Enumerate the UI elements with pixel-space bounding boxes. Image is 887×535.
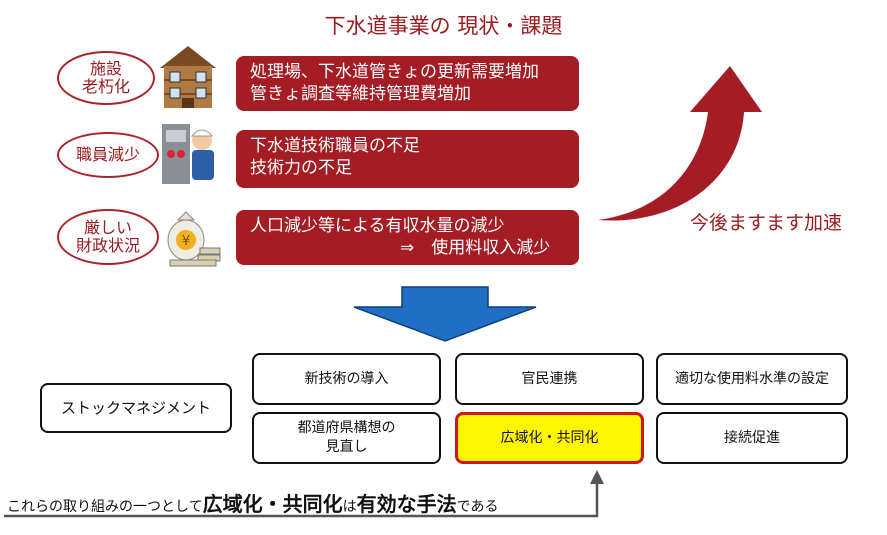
tag-line: 厳しい <box>83 218 132 237</box>
issue-line: 下水道技術職員の不足 <box>250 136 420 156</box>
measure-label: 適切な使用料水準の設定 <box>675 370 829 387</box>
measure-label: 官民連携 <box>521 370 578 387</box>
measure-label: 都道府県構想の 見直し <box>297 420 396 455</box>
issue-line: 処理場、下水道管きょの更新需要増加 <box>250 62 539 82</box>
down-arrow <box>353 286 537 342</box>
measure-label: ストックマネジメント <box>60 398 211 417</box>
conclusion-suffix: である <box>456 499 499 515</box>
issue-line: 管きょ調査等維持管理費増加 <box>250 84 471 104</box>
tag-finance: 厳しい 財政状況 <box>57 209 159 265</box>
issue-line: ⇒ 使用料収入減少 <box>400 238 551 258</box>
measure-fee-setting: 適切な使用料水準の設定 <box>656 353 848 405</box>
page-title: 下水道事業の 現状・課題 <box>324 14 563 38</box>
tag-aging-facilities: 施設 老朽化 <box>57 51 155 105</box>
tag-staff-decrease: 職員減少 <box>57 132 159 178</box>
measure-label: 広域化・共同化 <box>500 429 599 446</box>
conclusion-bold-regionalization: 広域化・共同化 <box>202 492 343 516</box>
tag-line: 施設 <box>89 59 122 78</box>
conclusion-bold-effective: 有効な手法 <box>356 492 457 516</box>
accelerating-arrow <box>598 66 762 221</box>
issue-box-aging: 処理場、下水道管きょの更新需要増加 管きょ調査等維持管理費増加 <box>236 56 579 111</box>
svg-text:¥: ¥ <box>182 234 190 249</box>
measure-label: 接続促進 <box>724 429 780 446</box>
tag-line: 職員減少 <box>75 145 140 164</box>
measure-regionalization: 広域化・共同化 <box>455 412 644 464</box>
tag-line: 財政状況 <box>75 236 140 255</box>
trend-label: 今後ますます加速 <box>690 212 843 234</box>
issue-line: 技術力の不足 <box>250 158 352 178</box>
measure-new-technology: 新技術の導入 <box>252 353 441 405</box>
measure-prefecture-plan: 都道府県構想の 見直し <box>252 412 441 464</box>
measure-connection: 接続促進 <box>656 412 848 464</box>
issue-box-finance: 人口減少等による有収水量の減少 ⇒ 使用料収入減少 <box>236 210 579 265</box>
measure-ppp: 官民連携 <box>455 353 644 405</box>
money-bag-icon: ¥ <box>167 211 221 267</box>
issue-box-staff: 下水道技術職員の不足 技術力の不足 <box>236 130 579 188</box>
conclusion-text: これらの取り組みの一つとして広域化・共同化は有効な手法である <box>7 488 498 517</box>
tag-line: 老朽化 <box>81 77 130 96</box>
pointer-line <box>4 470 604 518</box>
old-building-icon <box>160 46 216 108</box>
measure-label: 新技術の導入 <box>304 370 389 387</box>
conclusion-prefix: これらの取り組みの一つとして <box>7 499 203 515</box>
worker-icon <box>162 124 214 184</box>
conclusion-mid: は <box>342 499 357 515</box>
measure-stock-management: ストックマネジメント <box>40 383 232 433</box>
issue-line: 人口減少等による有収水量の減少 <box>250 216 505 236</box>
